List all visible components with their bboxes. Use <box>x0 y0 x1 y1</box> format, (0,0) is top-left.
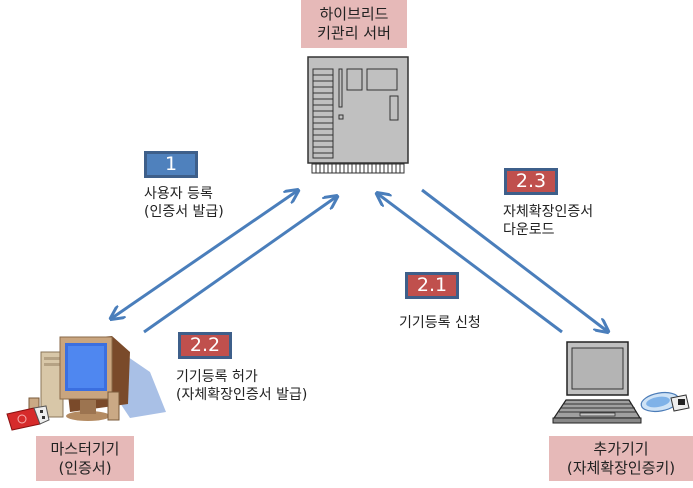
step-2-3-caption-line-2: 다운로드 <box>503 222 555 238</box>
step-2-3-caption: 자체확장인증서 다운로드 <box>503 203 593 239</box>
master-device-label: 마스터기기 (인증서) <box>36 436 134 481</box>
master-device-label-line-1: 마스터기기 <box>50 440 120 458</box>
step-2-1-badge: 2.1 <box>405 272 459 299</box>
additional-device-label: 추가기기 (자체확장인증키) <box>549 436 693 481</box>
server-label: 하이브리드 키관리 서버 <box>301 0 407 48</box>
additional-device-label-line-2: (자체확장인증키) <box>566 459 676 477</box>
arrow-user-registration <box>112 191 297 318</box>
step-2-3-badge: 2.3 <box>504 168 558 195</box>
step-2-2-caption-line-2: (자체확장인증서 발급) <box>176 387 308 403</box>
step-1-caption-line-2: (인증서 발급) <box>144 204 224 220</box>
step-2-2-badge: 2.2 <box>178 332 232 359</box>
arrow-device-request <box>378 194 563 334</box>
arrow-cert-download <box>421 188 607 331</box>
red-usb-key-icon <box>6 405 50 431</box>
step-2-2-caption: 기기등록 허가 (자체확장인증서 발급) <box>176 368 307 404</box>
additional-device-label-line-1: 추가기기 <box>593 440 649 458</box>
master-device-label-line-2: (인증서) <box>58 459 112 477</box>
step-1-caption: 사용자 등록 (인증서 발급) <box>144 185 224 221</box>
step-2-1-caption: 기기등록 신청 <box>399 314 481 332</box>
server-label-line-1: 하이브리드 <box>319 5 389 23</box>
step-2-3-caption-line-1: 자체확장인증서 <box>503 204 594 220</box>
arrow-device-approval <box>143 197 336 334</box>
step-1-badge: 1 <box>144 151 198 178</box>
step-2-1-caption-line-1: 기기등록 신청 <box>399 315 481 331</box>
step-2-2-caption-line-1: 기기등록 허가 <box>176 369 258 385</box>
blue-usb-key-icon <box>640 391 690 413</box>
server-label-line-2: 키관리 서버 <box>317 24 391 42</box>
step-1-caption-line-1: 사용자 등록 <box>144 186 213 202</box>
